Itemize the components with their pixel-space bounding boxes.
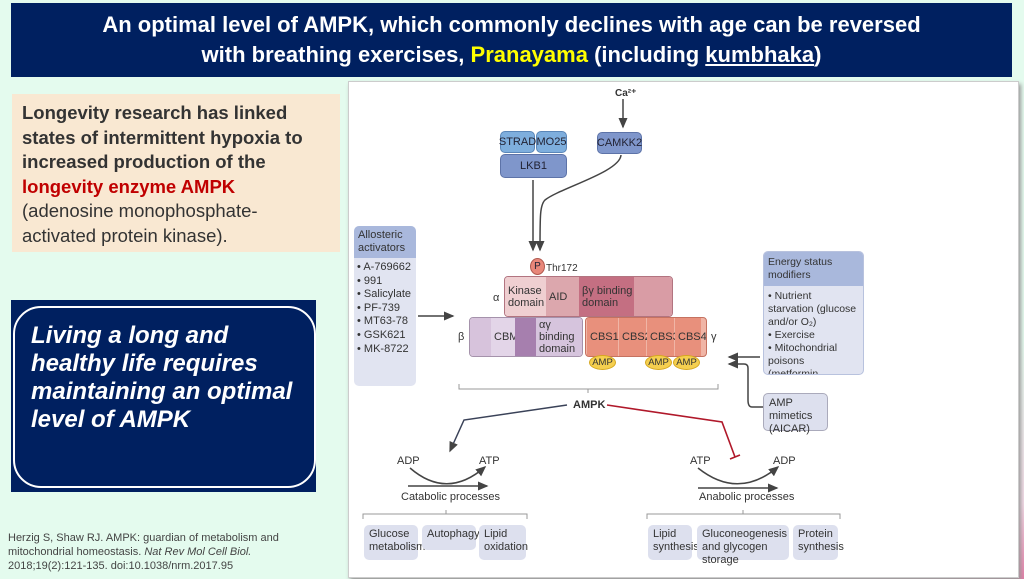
amp-mimetics-box: AMP mimetics (AICAR) [763,393,828,435]
amp-oval: AMP [645,355,672,370]
amp-oval: AMP [589,355,616,370]
catabolic-curve [409,466,487,485]
anabolic-input: ATP [690,455,711,467]
catabolic-bracket [362,510,528,519]
slide-title: An optimal level of AMPK, which commonly… [11,3,1012,77]
title-text: with breathing exercises, [201,42,471,67]
process-lipid-synthesis: Lipid synthesis [648,525,699,560]
pranayama-highlight: Pranayama [470,42,588,67]
energy-status-box: Energy status modifiers • Nutrient starv… [763,251,864,375]
callout-box: Living a long and healthy life requires … [11,300,316,492]
strad-box: STRAD [499,131,536,153]
phosphate-icon: P [530,258,545,275]
allosteric-activators-box: Allosteric activators • A-769662 • 991 •… [354,226,416,386]
anabolic-output: ADP [773,455,796,467]
title-line-1: An optimal level of AMPK, which commonly… [102,12,921,37]
info-normal-text: (adenosine monophosphate-activated prote… [22,200,258,246]
alpha-gamma-binding-domain: αγ binding domain [536,318,582,356]
process-glucose-metabolism: Glucose metabolism [364,525,425,560]
calcium-label: Ca²⁺ [615,88,637,99]
beta-label: β [458,331,465,343]
anabolic-label: Anabolic processes [699,491,795,503]
cbs4: CBS4 [675,318,706,356]
process-protein-synthesis: Protein synthesis [793,525,844,560]
allosteric-list: • A-769662 • 991 • Salicylate • PF-739 •… [354,258,416,359]
catabolic-input: ADP [397,455,420,467]
lkb1-box: LKB1 [500,154,567,178]
alpha-subunit: Kinase domain AID βγ binding domain [504,276,673,317]
cbm-domain: CBM [491,318,518,356]
info-bold-text: Longevity research has linked states of … [22,102,303,172]
kinase-domain: Kinase domain [505,277,546,316]
mo25-box: MO25 [536,131,567,153]
alpha-c-terminal [634,277,672,316]
gamma-subunit: CBS1 CBS2 CBS3 CBS4 [585,317,707,357]
energy-item: • Nutrient starvation (glucose and/or O₂… [768,290,857,328]
cbs1: CBS1 [587,318,619,356]
citation-text: Herzig S, Shaw RJ. AMPK: guardian of met… [8,532,279,558]
info-red-text: longevity enzyme AMPK [22,175,236,197]
kumbhaka-underlined: kumbhaka [705,42,815,67]
allosteric-item: • GSK621 [357,328,406,341]
citation-journal: Nat Rev Mol Cell Biol. [144,546,252,558]
beta-subunit: CBM αγ binding domain [469,317,583,357]
catabolic-label: Catabolic processes [401,491,501,503]
title-text: ) [814,42,822,67]
protein-bracket [458,384,719,393]
process-autophagy: Autophagy [422,525,480,550]
mimetics-arrow [727,359,763,408]
allosteric-item: • MT63-78 [357,315,408,328]
process-gluconeogenesis: Gluconeogenesis and glycogen storage [697,525,789,566]
energy-list: • Nutrient starvation (glucose and/or O₂… [764,286,863,375]
callout-text: Living a long and healthy life requires … [13,306,316,488]
camkk2-arrow [535,154,622,252]
cbs2: CBS2 [619,318,651,356]
anabolic-curve [697,466,780,485]
title-line-2: with breathing exercises, Pranayama (inc… [11,40,1012,70]
alpha-label: α [493,292,500,304]
inhibition-arrow [606,404,741,460]
allosteric-item: • Salicylate [357,288,411,301]
allosteric-item: • A-769662 [357,261,412,273]
info-box: Longevity research has linked states of … [12,94,340,252]
beta-gamma-binding-domain: βγ binding domain [579,277,634,316]
energy-title: Energy status modifiers [764,252,863,286]
allosteric-item: • MK-8722 [357,342,409,355]
catabolic-output: ATP [479,455,500,467]
energy-item: • Exercise [768,329,815,341]
title-text: (including [587,42,706,67]
cbs3: CBS3 [647,318,679,356]
citation: Herzig S, Shaw RJ. AMPK: guardian of met… [8,531,328,573]
beta-linker [515,318,536,356]
beta-n-terminal [470,318,491,356]
anabolic-bracket [646,510,841,519]
gamma-label: γ [711,331,717,343]
allosteric-item: • 991 [357,274,383,287]
aid-domain: AID [546,277,579,316]
catabolic-arrow [449,404,568,453]
camkk2-box: CAMKK2 [597,132,642,154]
thr172-label: Thr172 [546,263,578,274]
energy-item: • Mitochondrial poisons (metformin, rote… [768,342,838,375]
amp-oval: AMP [673,355,700,370]
process-lipid-oxidation: Lipid oxidation [479,525,528,560]
citation-text: 2018;19(2):121-135. doi:10.1038/nrm.2017… [8,560,234,572]
allosteric-item: • PF-739 [357,301,400,314]
allosteric-title: Allosteric activators [354,226,416,258]
ampk-label: AMPK [573,399,606,411]
